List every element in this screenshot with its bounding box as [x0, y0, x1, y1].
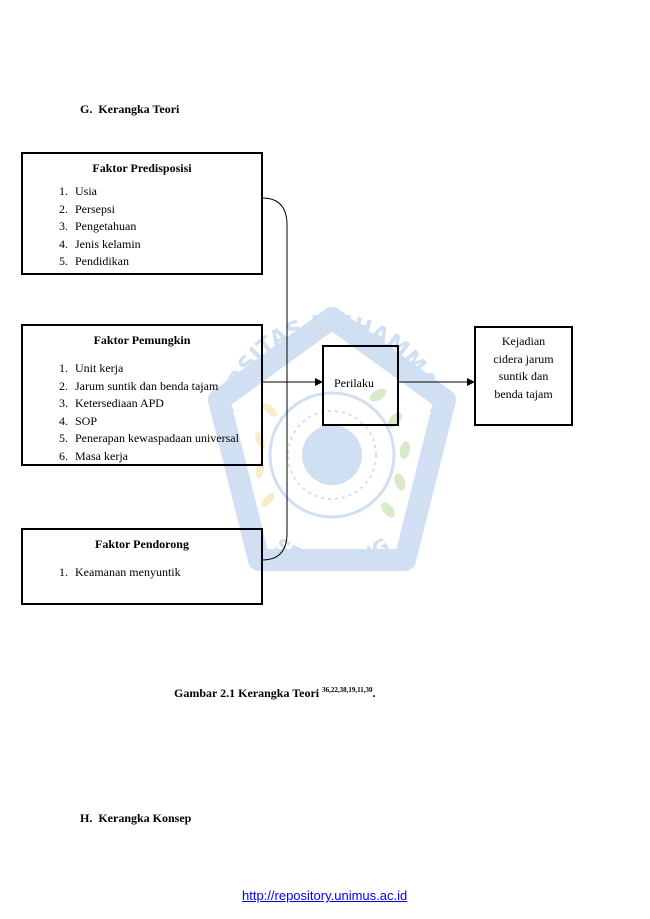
box-faktor-predisposisi: Faktor Predisposisi Usia Persepsi Penget… [21, 152, 263, 275]
list-item: Penerapan kewaspadaan universal [71, 430, 261, 448]
list-item: Usia [71, 183, 261, 201]
list-item: Keamanan menyuntik [71, 564, 261, 582]
figure-caption: Gambar 2.1 Kerangka Teori 36,22,38,19,11… [174, 686, 376, 701]
list-item: Unit kerja [71, 360, 261, 378]
section-g-label: G. [80, 102, 93, 116]
pemungkin-title: Faktor Pemungkin [93, 333, 191, 347]
box-faktor-pemungkin: Faktor Pemungkin Unit kerja Jarum suntik… [21, 324, 263, 466]
kejadian-line: suntik dan [498, 369, 549, 383]
kejadian-line: cidera jarum [493, 351, 554, 366]
box-perilaku: Perilaku [322, 345, 399, 426]
kejadian-line: benda tajam [494, 386, 553, 401]
box-kejadian-cidera: Kejadian cidera jarum suntik dan benda t… [474, 326, 573, 426]
caption-end: . [372, 686, 376, 700]
list-item: Masa kerja [71, 448, 261, 466]
list-item: Pendidikan [71, 253, 261, 271]
list-item: Jarum suntik dan benda tajam [71, 378, 261, 396]
predisposisi-list: Usia Persepsi Pengetahuan Jenis kelamin … [23, 183, 261, 271]
section-g-heading: G. Kerangka Teori [80, 102, 179, 117]
perilaku-label: Perilaku [334, 376, 374, 390]
section-g-title: Kerangka Teori [98, 102, 180, 116]
caption-text: Gambar 2.1 Kerangka Teori [174, 686, 323, 700]
box-faktor-pendorong: Faktor Pendorong Keamanan menyuntik [21, 528, 263, 605]
section-h-heading: H. Kerangka Konsep [80, 811, 191, 826]
kejadian-line: Kejadian [501, 334, 546, 348]
pendorong-title: Faktor Pendorong [95, 537, 189, 551]
kejadian-text: Kejadian cidera jarum suntik dan benda t… [476, 333, 571, 403]
section-h-title: Kerangka Konsep [98, 811, 192, 825]
list-item: Ketersediaan APD [71, 395, 261, 413]
pemungkin-list: Unit kerja Jarum suntik dan benda tajam … [23, 360, 261, 465]
predisposisi-title: Faktor Predisposisi [92, 161, 192, 175]
repository-link[interactable]: http://repository.unimus.ac.id [242, 888, 408, 903]
pendorong-list: Keamanan menyuntik [23, 564, 261, 582]
section-h-label: H. [80, 811, 93, 825]
bracket-connector [261, 197, 288, 561]
list-item: Jenis kelamin [71, 236, 261, 254]
caption-references: 36,22,38,19,11,30 [322, 686, 373, 694]
list-item: Persepsi [71, 201, 261, 219]
list-item: SOP [71, 413, 261, 431]
list-item: Pengetahuan [71, 218, 261, 236]
